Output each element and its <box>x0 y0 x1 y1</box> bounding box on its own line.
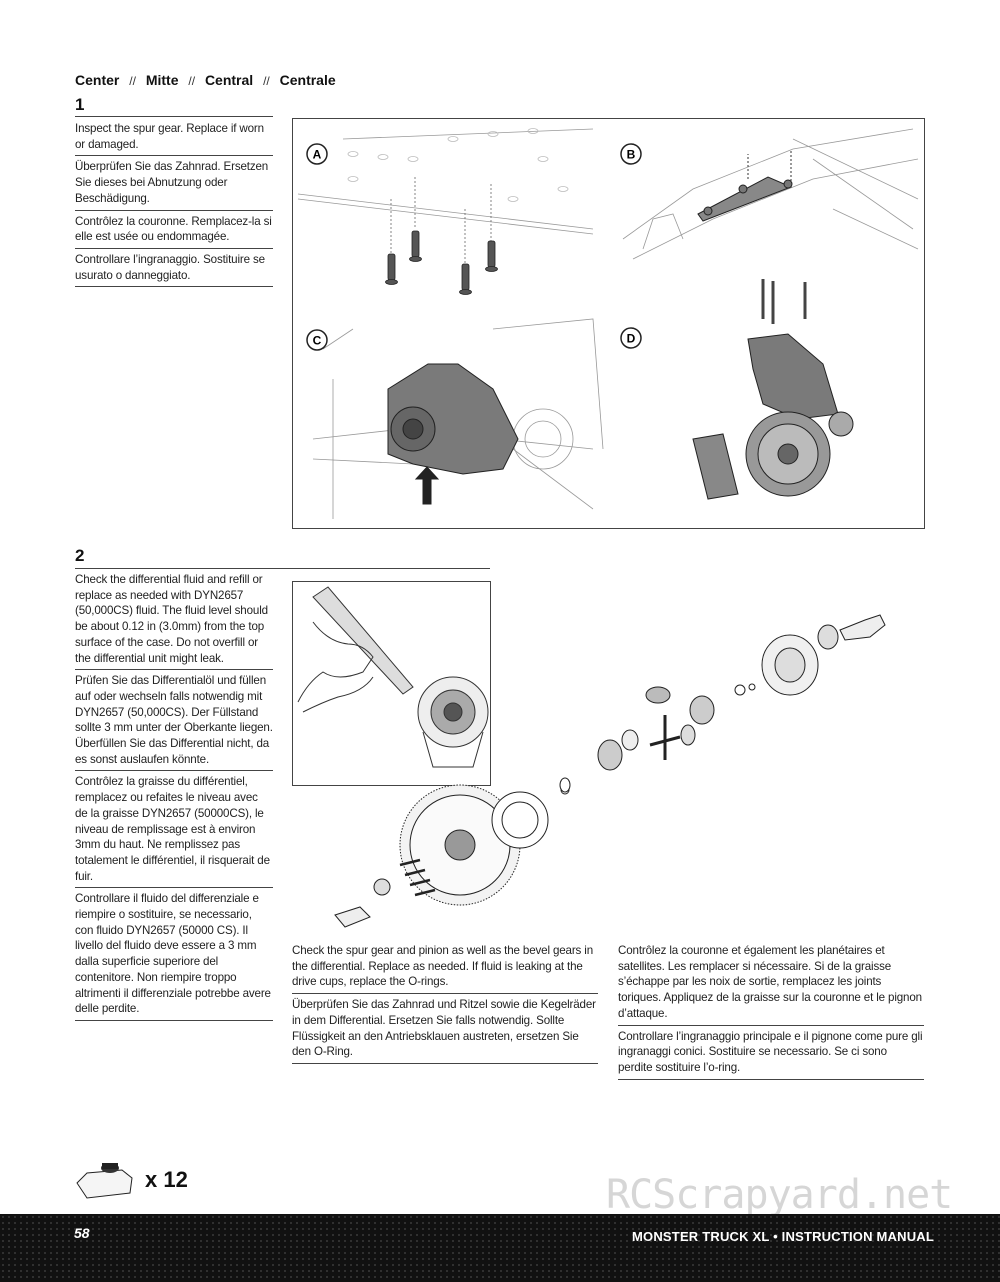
header-separator: // <box>263 74 270 88</box>
step-2-notes-left: Check the spur gear and pinion as well a… <box>292 943 598 1067</box>
note-de: Überprüfen Sie das Zahnrad und Ritzel so… <box>292 997 598 1064</box>
panel-b-brace <box>697 151 793 222</box>
step-2-rule <box>75 568 490 569</box>
step-2-notes-right: Contrôlez la couronne et également les p… <box>618 943 924 1083</box>
callout-c-label: C <box>313 334 322 348</box>
section-header: Center // Mitte // Central // Centrale <box>75 72 336 88</box>
header-de: Mitte <box>145 72 179 88</box>
header-fr: Central <box>204 72 254 88</box>
callout-d-label: D <box>627 332 636 346</box>
header-it: Centrale <box>279 72 336 88</box>
header-separator: // <box>188 74 196 88</box>
step-1-illustrations: A B C D <box>297 128 919 519</box>
callout-c: C <box>306 329 328 351</box>
callout-a: A <box>306 143 328 165</box>
panel-a-screws <box>385 230 498 295</box>
fluid-bottle-icon <box>76 1163 133 1199</box>
step-2-fluid-illustration-panel <box>292 581 491 786</box>
step-1-text-it: Controllare l’ingranaggio. Sostituire se… <box>75 252 273 288</box>
step-1-text-fr: Contrôlez la couronne. Remplacez-la si e… <box>75 214 273 249</box>
note-fr: Contrôlez la couronne et également les p… <box>618 943 924 1026</box>
note-it: Controllare l’ingranaggio principale e i… <box>618 1029 924 1080</box>
step-1-number: 1 <box>75 95 85 114</box>
panel-c-cover <box>387 363 519 505</box>
step-1-text-column: Inspect the spur gear. Replace if worn o… <box>75 121 273 290</box>
panel-a-illustration <box>297 128 594 264</box>
fluid-bottle-illustration <box>297 586 489 768</box>
step-2-number: 2 <box>75 546 85 565</box>
step-1-text-en: Inspect the spur gear. Replace if worn o… <box>75 121 273 157</box>
step-2-text-de: Prüfen Sie das Differentialöl und füllen… <box>75 673 273 772</box>
callout-d: D <box>620 327 642 349</box>
panel-d-illustration <box>692 279 854 500</box>
manual-title: MONSTER TRUCK XL • INSTRUCTION MANUAL <box>632 1229 935 1244</box>
callout-b-label: B <box>627 148 636 162</box>
step-2-text-it: Controllare il fluido del differenziale … <box>75 891 273 1021</box>
header-en: Center <box>75 72 120 88</box>
quantity-label: x 12 <box>145 1167 188 1192</box>
watermark: RCScrapyard.net <box>606 1172 953 1218</box>
step-2-text-en: Check the differential fluid and refill … <box>75 572 273 671</box>
step-1-rule <box>75 116 273 117</box>
differential-exploded-view <box>334 614 886 928</box>
panel-b-illustration <box>622 128 919 260</box>
step-1-text-de: Überprüfen Sie das Zahnrad. Ersetzen Sie… <box>75 159 273 211</box>
page-number: 58 <box>74 1225 90 1241</box>
step-2-text-fr: Contrôlez la graisse du différentiel, re… <box>75 774 273 889</box>
note-en: Check the spur gear and pinion as well a… <box>292 943 598 995</box>
step-2-text-column: Check the differential fluid and refill … <box>75 572 273 1024</box>
callout-b: B <box>620 143 642 165</box>
footer-bar <box>0 1214 1000 1282</box>
header-separator: // <box>129 74 136 88</box>
callout-a-label: A <box>313 148 322 162</box>
step-1-illustration-panel: A B C D <box>292 118 925 529</box>
